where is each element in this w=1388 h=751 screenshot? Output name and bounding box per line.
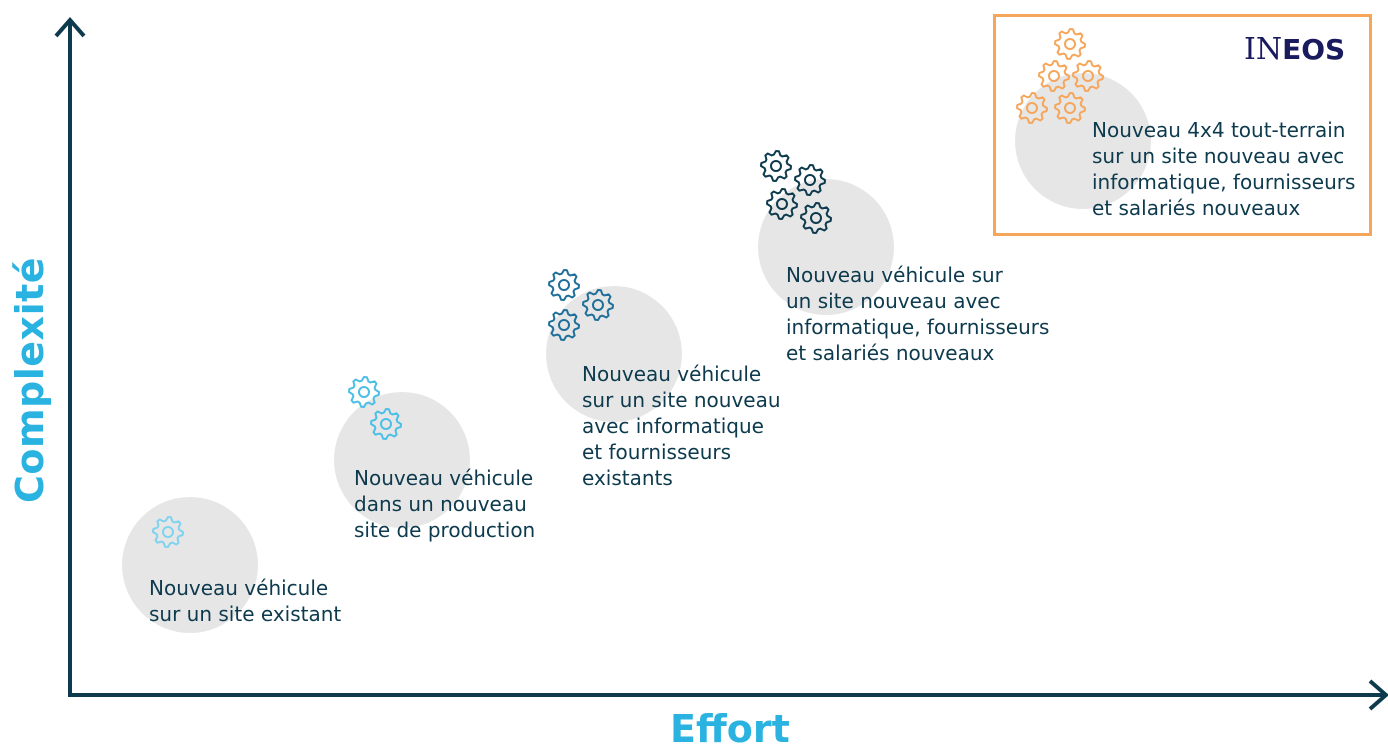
stage-bubble <box>758 179 894 315</box>
gear-icon <box>546 307 582 343</box>
ineos-logo: INEOS <box>1244 32 1346 67</box>
gear-icon <box>150 514 186 550</box>
stage-bubble <box>1015 73 1151 209</box>
stage-label: Nouveau véhicule dans un nouveau site de… <box>354 466 536 542</box>
x-axis-title: Effort <box>670 707 790 751</box>
y-axis-title: Complexité <box>8 256 52 504</box>
stage-bubble <box>334 392 470 528</box>
gear-icon <box>798 200 834 236</box>
gear-icon <box>368 406 404 442</box>
highlight-box <box>993 14 1372 236</box>
stage-label: Nouveau véhicule sur un site nouveau ave… <box>582 362 781 490</box>
gear-icon <box>1052 26 1088 62</box>
gear-icon <box>1052 90 1088 126</box>
gear-icon <box>764 186 800 222</box>
gear-icon <box>1070 58 1106 94</box>
gear-icon <box>346 374 382 410</box>
stage-bubble <box>122 497 258 633</box>
stage-label: Nouveau véhicule sur un site existant <box>149 576 342 626</box>
stage-bubble <box>546 286 682 422</box>
gear-icon <box>758 148 794 184</box>
gear-icon <box>580 287 616 323</box>
stage-label: Nouveau véhicule sur un site nouveau ave… <box>786 263 1050 365</box>
stage-label: Nouveau 4x4 tout-terrain sur un site nou… <box>1092 118 1356 220</box>
gear-icon <box>546 267 582 303</box>
gear-icon <box>1014 90 1050 126</box>
gear-icon <box>1036 58 1072 94</box>
y-axis-arrow-icon <box>54 16 86 38</box>
x-axis-arrow-icon <box>1368 679 1388 711</box>
gear-icon <box>792 162 828 198</box>
